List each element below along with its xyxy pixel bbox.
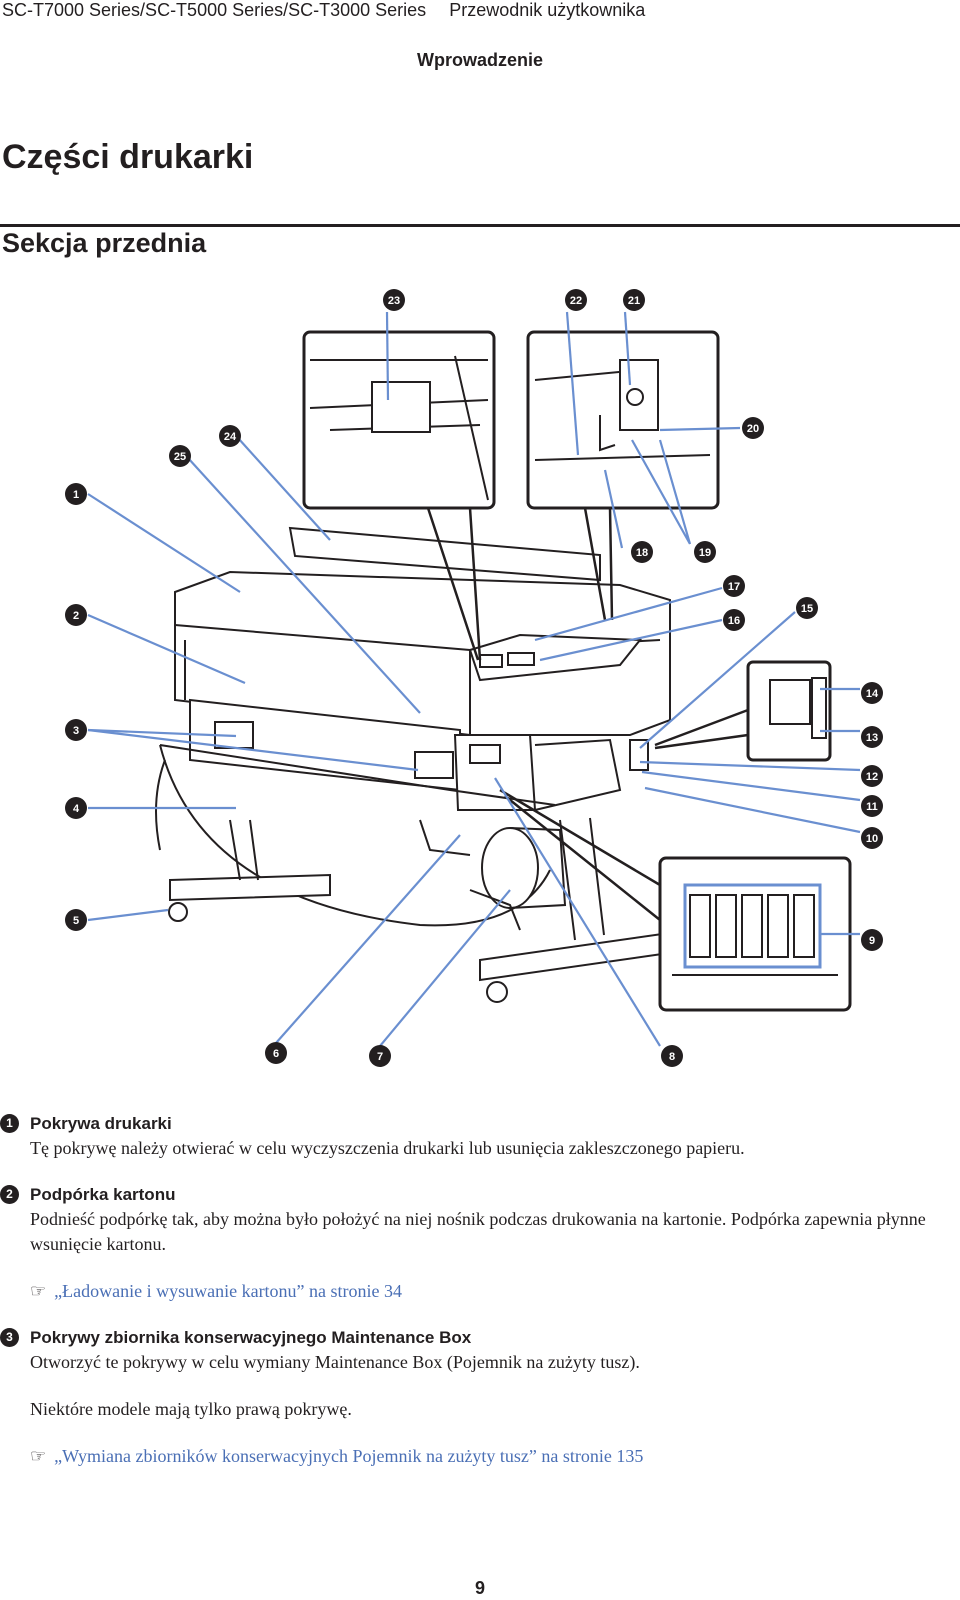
callout-7-badge: 7 [369, 1045, 391, 1067]
callout-19-badge: 19 [694, 541, 716, 563]
svg-text:4: 4 [73, 803, 80, 815]
parts-list: 1 Pokrywa drukarki Tę pokrywę należy otw… [0, 1112, 960, 1491]
cross-reference-link[interactable]: ☞ „Ładowanie i wysuwanie kartonu” na stro… [30, 1279, 960, 1304]
item-number-badge: 2 [0, 1185, 19, 1204]
svg-text:25: 25 [174, 451, 186, 463]
item-note: Niektóre modele mają tylko prawą pokrywę… [30, 1399, 352, 1419]
callout-25-badge: 25 [169, 445, 191, 467]
callout-24-badge: 24 [219, 425, 241, 447]
cross-reference-link[interactable]: ☞ „Wymiana zbiorników konserwacyjnych Poj… [30, 1444, 960, 1469]
svg-text:19: 19 [699, 547, 711, 559]
item-title: Podpórka kartonu [30, 1185, 176, 1204]
item-title: Pokrywy zbiornika konserwacyjnego Mainte… [30, 1328, 472, 1347]
callout-1-badge: 1 [65, 483, 87, 505]
svg-text:5: 5 [73, 915, 79, 927]
list-item: 2 Podpórka kartonu Podnieść podpórkę tak… [0, 1183, 960, 1304]
section-title: Sekcja przednia [2, 228, 207, 258]
item-title: Pokrywa drukarki [30, 1114, 172, 1133]
pointing-hand-icon: ☞ [30, 1281, 47, 1301]
callout-4-badge: 4 [65, 797, 87, 819]
svg-text:15: 15 [801, 603, 813, 615]
svg-text:11: 11 [866, 801, 878, 813]
svg-text:13: 13 [866, 732, 878, 744]
item-description: Tę pokrywę należy otwierać w celu wyczys… [30, 1138, 745, 1158]
callout-22-badge: 22 [565, 289, 587, 311]
callout-14-badge: 14 [861, 682, 883, 704]
svg-text:22: 22 [570, 295, 582, 307]
svg-text:18: 18 [636, 547, 648, 559]
item-number-badge: 3 [0, 1328, 19, 1347]
printer-diagram: 1 2 3 4 5 6 7 8 9 10 11 12 13 14 15 16 1… [65, 289, 883, 1067]
callout-20-badge: 20 [742, 417, 764, 439]
page-number: 9 [474, 1578, 485, 1598]
callout-13-badge: 13 [861, 726, 883, 748]
printer-drawing [155, 526, 691, 1003]
callout-12-badge: 12 [861, 765, 883, 787]
callout-9-badge: 9 [861, 929, 883, 951]
svg-text:23: 23 [388, 295, 400, 307]
svg-text:20: 20 [747, 423, 759, 435]
callout-10-badge: 10 [861, 827, 883, 849]
svg-text:8: 8 [669, 1051, 675, 1063]
callout-18-badge: 18 [631, 541, 653, 563]
svg-text:7: 7 [377, 1051, 383, 1063]
svg-text:14: 14 [866, 688, 879, 700]
item-description: Podnieść podpórkę tak, aby można było po… [30, 1209, 926, 1254]
callout-23-badge: 23 [383, 289, 405, 311]
inset-connectors [426, 507, 749, 921]
svg-text:2: 2 [73, 610, 79, 622]
callout-11-badge: 11 [861, 795, 883, 817]
chapter-title: Wprowadzenie [416, 50, 543, 70]
callout-badges: 1 2 3 4 5 6 7 8 9 10 11 12 13 14 15 16 1… [65, 289, 883, 1067]
callout-15-badge: 15 [796, 597, 818, 619]
callout-16-badge: 16 [723, 609, 745, 631]
svg-text:1: 1 [73, 489, 79, 501]
svg-text:21: 21 [628, 295, 640, 307]
callout-8-badge: 8 [661, 1045, 683, 1067]
svg-text:12: 12 [866, 771, 878, 783]
header-series: SC-T7000 Series/SC-T5000 Series/SC-T3000… [2, 0, 427, 20]
callout-leader-lines [87, 311, 861, 1047]
header-guide: Przewodnik użytkownika [449, 0, 646, 20]
callout-6-badge: 6 [265, 1042, 287, 1064]
callout-2-badge: 2 [65, 604, 87, 626]
callout-17-badge: 17 [723, 575, 745, 597]
svg-text:9: 9 [869, 935, 875, 947]
list-item: 1 Pokrywa drukarki Tę pokrywę należy otw… [0, 1112, 960, 1161]
link-text[interactable]: „Ładowanie i wysuwanie kartonu” na stron… [54, 1281, 403, 1301]
running-header: SC-T7000 Series/SC-T5000 Series/SC-T3000… [2, 0, 663, 21]
svg-text:16: 16 [728, 615, 740, 627]
callout-21-badge: 21 [623, 289, 645, 311]
pointing-hand-icon: ☞ [30, 1446, 47, 1466]
svg-text:6: 6 [273, 1048, 279, 1060]
svg-text:17: 17 [728, 581, 740, 593]
svg-text:3: 3 [73, 725, 79, 737]
page-title: Części drukarki [2, 138, 254, 176]
item-description: Otworzyć te pokrywy w celu wymiany Maint… [30, 1352, 640, 1372]
section-divider [0, 224, 960, 227]
list-item: 3 Pokrywy zbiornika konserwacyjnego Main… [0, 1326, 960, 1469]
item-number-badge: 1 [0, 1114, 19, 1133]
link-text[interactable]: „Wymiana zbiorników konserwacyjnych Poje… [54, 1446, 644, 1466]
callout-5-badge: 5 [65, 909, 87, 931]
svg-text:10: 10 [866, 833, 878, 845]
svg-text:24: 24 [224, 431, 237, 443]
callout-3-badge: 3 [65, 719, 87, 741]
